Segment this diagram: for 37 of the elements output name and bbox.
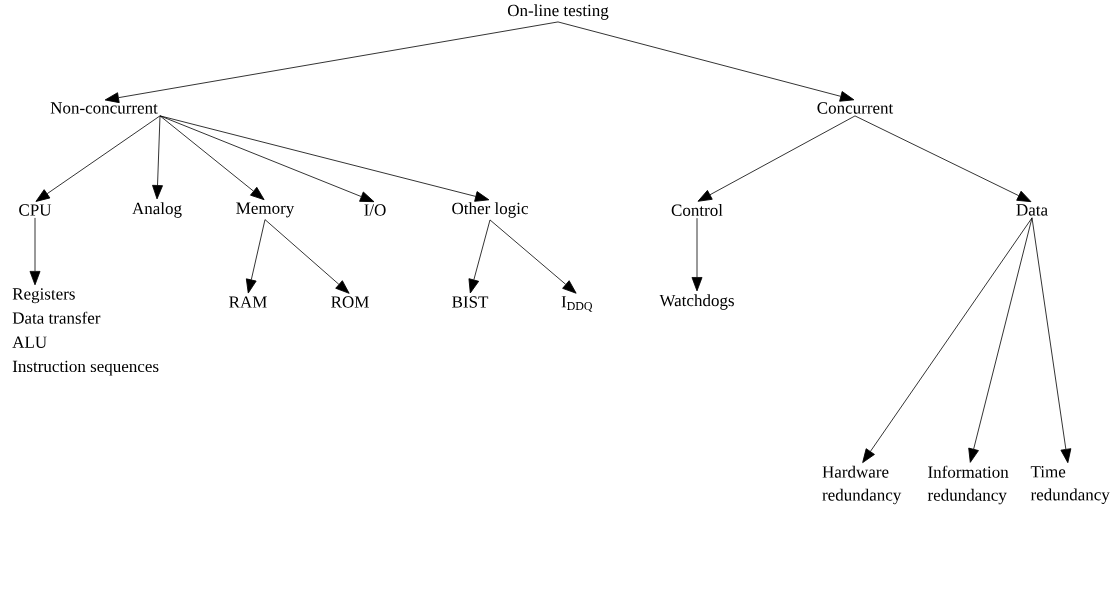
category-label: ROM <box>331 296 369 308</box>
category-label: Information redundancy <box>927 465 1009 505</box>
category-label: BIST <box>452 296 489 308</box>
category-label: CPU <box>19 204 52 216</box>
arrow <box>697 115 856 202</box>
category-label: Concurrent <box>817 102 894 114</box>
arrow <box>264 219 350 294</box>
category-label: Data <box>1016 204 1048 216</box>
arrow <box>159 115 375 203</box>
arrow <box>159 115 265 201</box>
arrow <box>104 21 559 104</box>
category-label: RAM <box>229 296 267 308</box>
arrow <box>968 217 1033 463</box>
category-label: Registers Data transfer ALU Instruction sequences <box>12 288 159 376</box>
arrow <box>245 219 266 294</box>
arrow <box>489 219 577 294</box>
arrow <box>35 115 161 202</box>
arrow <box>854 115 1032 203</box>
arrow <box>1031 217 1072 464</box>
category-label: Watchdogs <box>659 294 734 310</box>
category-label: I$_{DDQ}$ <box>561 296 593 312</box>
arrow <box>29 217 41 286</box>
category-label: Other logic <box>452 202 528 218</box>
category-label: On-line testing <box>507 4 609 20</box>
arrow <box>468 219 491 294</box>
arrow <box>862 217 1033 463</box>
category-label: Analog <box>132 202 182 218</box>
category-label: Non-concurrent <box>50 102 158 114</box>
category-label: Control <box>671 204 723 216</box>
category-label: Memory <box>236 202 295 218</box>
category-label: Hardware redundancy <box>822 465 902 505</box>
arrow <box>152 115 163 200</box>
arrow <box>691 217 703 292</box>
category-label: Time redundancy <box>1030 466 1110 504</box>
category-label: I/O <box>364 204 386 216</box>
arrow <box>159 115 490 202</box>
arrow <box>557 21 855 102</box>
